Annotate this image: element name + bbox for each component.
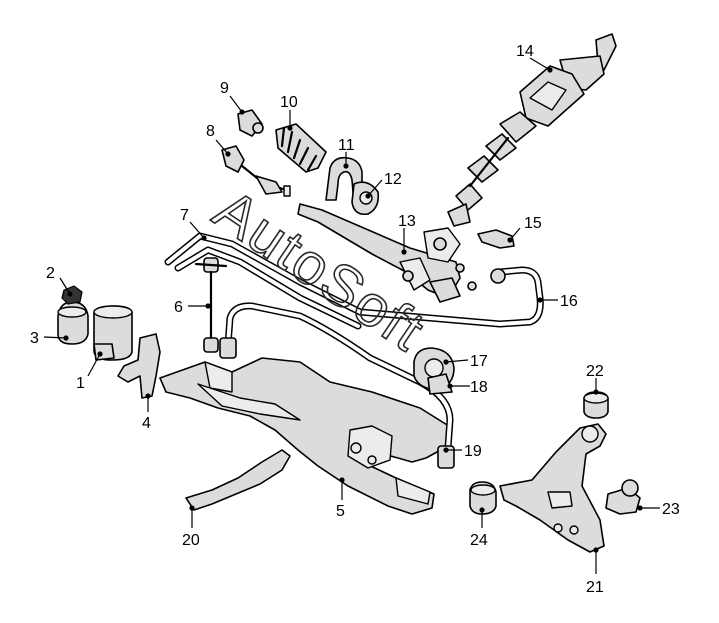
steering-column: [447, 33, 617, 227]
damper-unit: [93, 305, 133, 361]
rack-boot: [275, 123, 327, 173]
rubber-bush-22: [583, 391, 609, 419]
callout-14: 14: [516, 43, 534, 60]
mount-bushing: [413, 347, 455, 395]
clamp: [325, 156, 363, 205]
stabilizer-link: [194, 257, 228, 353]
callout-24: 24: [470, 532, 488, 549]
callout-6: 6: [174, 299, 183, 316]
callout-11: 11: [338, 137, 355, 154]
control-arm-bushing: [469, 481, 497, 515]
ball-joint: [605, 479, 641, 515]
callout-1: 1: [76, 375, 85, 392]
side-bracket: [185, 449, 291, 511]
callout-4: 4: [142, 415, 151, 432]
rubber-bush: [351, 181, 380, 216]
callout-10: 10: [280, 94, 298, 111]
callout-17: 17: [470, 353, 488, 370]
callout-18: 18: [470, 379, 488, 396]
callout-7: 7: [180, 207, 189, 224]
brake-lines: [164, 232, 544, 330]
callout-22: 22: [586, 363, 604, 380]
callout-20: 20: [182, 532, 200, 549]
tie-rod-end: [237, 109, 264, 137]
callout-3: 3: [30, 330, 39, 347]
lower-control-arm: [499, 423, 607, 553]
callout-19: 19: [464, 443, 482, 460]
bracket: [477, 229, 515, 249]
callout-5: 5: [336, 503, 345, 520]
callouts: 1 2 3 4 5 6 7 8 9 10 11 12 13: [30, 43, 680, 596]
steering-rack: [297, 203, 477, 303]
callout-9: 9: [220, 80, 229, 97]
callout-15: 15: [524, 215, 542, 232]
callout-23: 23: [662, 501, 680, 518]
callout-16: 16: [560, 293, 578, 310]
callout-12: 12: [384, 171, 402, 188]
callout-8: 8: [206, 123, 215, 140]
subframe: [159, 357, 453, 515]
callout-2: 2: [46, 265, 55, 282]
mounting-bracket: [117, 333, 161, 399]
callout-21: 21: [586, 579, 604, 596]
callout-13: 13: [398, 213, 416, 230]
stabilizer-bar: [219, 302, 455, 469]
